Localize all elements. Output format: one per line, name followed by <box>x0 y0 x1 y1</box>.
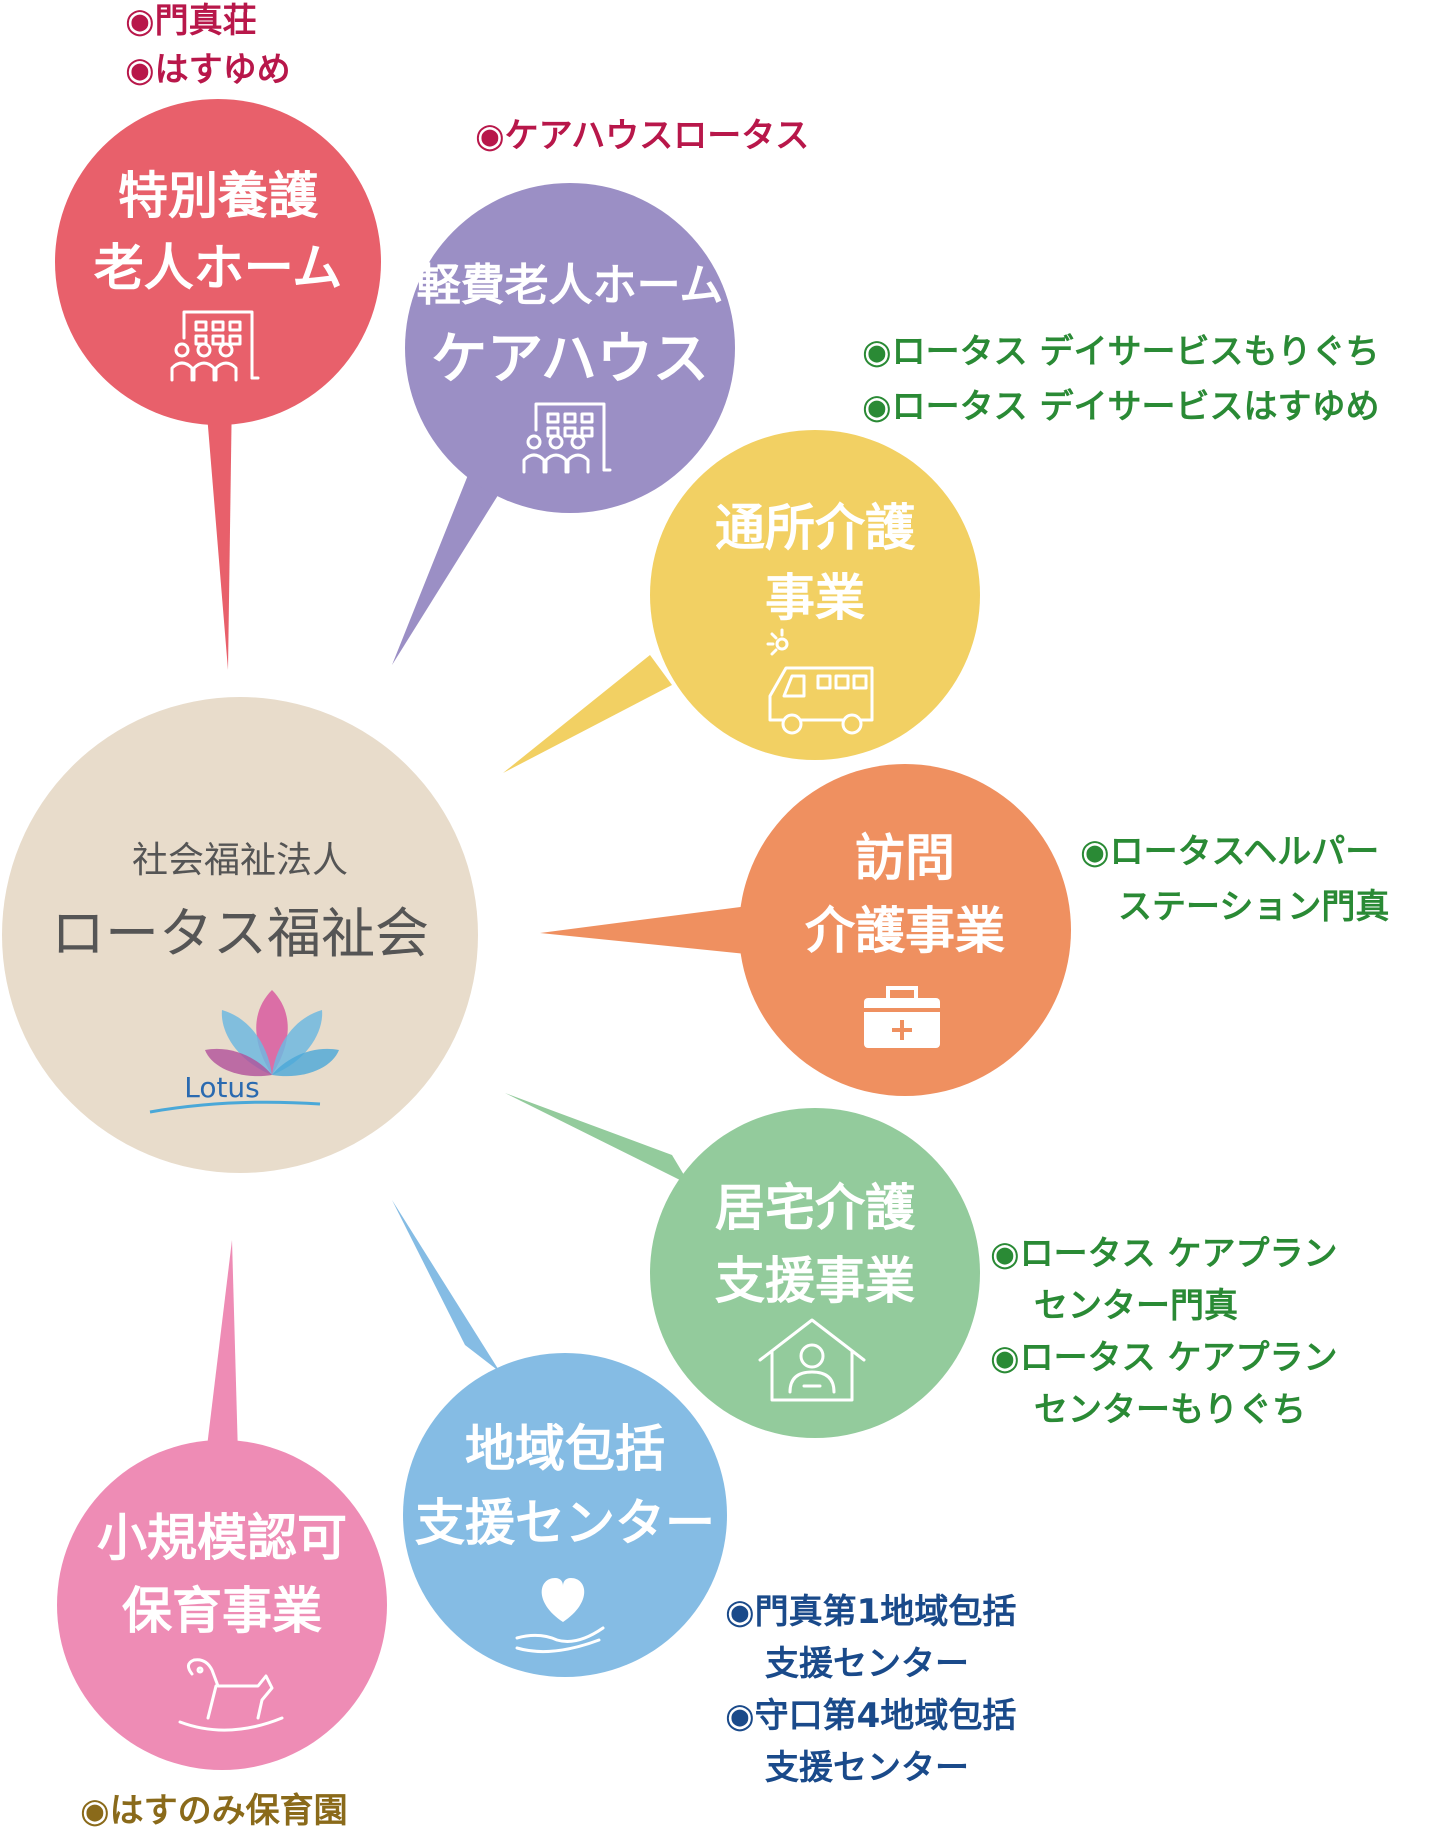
tokuyou-title-line2: 老人ホーム <box>94 239 343 297</box>
hoiku-bubble <box>57 1440 387 1770</box>
center-circle <box>2 697 478 1173</box>
kyotaku-bubble-tail <box>505 1093 690 1185</box>
tokuyou-bubble-tail <box>205 390 232 670</box>
lotus-logo-text: Lotus <box>184 1071 260 1104</box>
facility-label[interactable]: ◉ロータスヘルパー <box>1080 832 1380 872</box>
carehouse-title-line1: 軽費老人ホーム <box>417 260 724 311</box>
houmon-title-line2: 介護事業 <box>805 902 1005 960</box>
building-people-icon <box>522 402 612 474</box>
facility-label[interactable]: ◉門真第1地域包括 <box>725 1592 1017 1632</box>
carehouse-bubble-tail <box>392 470 500 665</box>
first-aid-kit-icon <box>864 986 940 1048</box>
building-people-icon <box>170 310 260 382</box>
chiiki-title-line1: 地域包括 <box>465 1420 665 1478</box>
kyotaku-title-line2: 支援事業 <box>715 1252 915 1310</box>
carehouse-bubble <box>405 183 735 513</box>
facility-label[interactable]: ◉ロータス ケアプラン <box>990 1338 1338 1378</box>
chiiki-bubble-tail <box>392 1200 500 1372</box>
facility-label[interactable]: センター門真 <box>1034 1286 1238 1326</box>
tokuyou-bubble <box>55 99 381 425</box>
tsusho-bubble-tail <box>503 655 672 773</box>
tsusho-title-line1: 通所介護 <box>715 499 916 557</box>
center-org-type: 社会福祉法人 <box>132 840 348 881</box>
kyotaku-bubble <box>650 1108 980 1438</box>
tokuyou-title-line1: 特別養護 <box>118 167 319 225</box>
facility-label[interactable]: 支援センター <box>765 1748 969 1788</box>
facility-label[interactable]: ◉はすのみ保育園 <box>80 1791 348 1831</box>
house-person-icon <box>758 1318 866 1402</box>
carehouse-title-line2: ケアハウス <box>431 327 709 392</box>
tsusho-title-line2: 事業 <box>765 569 865 627</box>
hoiku-title-line1: 小規模認可 <box>97 1509 347 1567</box>
facility-label[interactable]: 支援センター <box>765 1644 969 1684</box>
facility-label[interactable]: センターもりぐち <box>1034 1390 1306 1430</box>
houmon-title-line1: 訪問 <box>855 829 955 887</box>
heart-hand-icon <box>515 1578 605 1654</box>
facility-label[interactable]: ステーション門真 <box>1118 887 1390 927</box>
houmon-bubble <box>739 764 1071 1096</box>
rocking-horse-icon <box>178 1658 284 1732</box>
center-org-name: ロータス福祉会 <box>51 902 429 965</box>
facility-label[interactable]: ◉ロータス ケアプラン <box>990 1234 1338 1274</box>
facility-label[interactable]: ◉ケアハウスロータス <box>475 116 810 156</box>
chiiki-bubble <box>403 1353 727 1677</box>
hoiku-bubble-tail <box>206 1240 238 1455</box>
facility-label[interactable]: ◉守口第4地域包括 <box>725 1696 1017 1736</box>
chiiki-title-line2: 支援センター <box>415 1494 715 1552</box>
houmon-bubble-tail <box>540 905 756 955</box>
tsusho-bubble <box>650 430 980 760</box>
facility-label[interactable]: ◉ロータス デイサービスもりぐち <box>862 332 1380 372</box>
facility-label[interactable]: ◉門真荘 <box>125 1 257 41</box>
hoiku-title-line2: 保育事業 <box>122 1582 322 1640</box>
van-sun-icon <box>766 628 874 735</box>
facility-label[interactable]: ◉はすゆめ <box>125 50 291 90</box>
facility-label[interactable]: ◉ロータス デイサービスはすゆめ <box>862 387 1380 427</box>
kyotaku-title-line1: 居宅介護 <box>715 1179 916 1237</box>
lotus-logo: Lotus <box>149 990 339 1114</box>
